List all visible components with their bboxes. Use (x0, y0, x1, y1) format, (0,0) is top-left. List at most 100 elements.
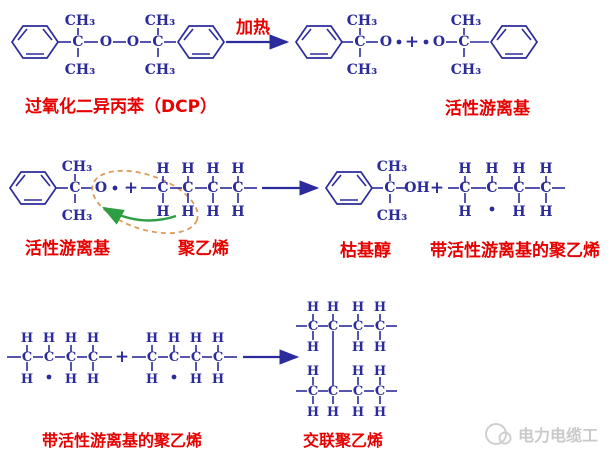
atom-h: H (539, 204, 552, 220)
atom-o: O (95, 180, 107, 196)
atom-h: H (206, 204, 219, 220)
atom-ch3: CH₃ (65, 13, 96, 29)
bonds (58, 28, 176, 57)
atom-h: H (87, 372, 99, 387)
atom-h: H (21, 331, 33, 346)
atom-ch3: CH₃ (62, 208, 93, 224)
atom-oh: OH (404, 180, 429, 196)
atom-ch3: CH₃ (145, 62, 176, 78)
atom-h: H (374, 405, 386, 420)
atom-h: H (374, 300, 386, 315)
crosslinked-pe-structure: H H H H C C C C H H H H H H C C C C H H … (296, 300, 397, 420)
atom-h: H (307, 300, 319, 315)
atom-h: H (212, 331, 224, 346)
watermark-logo-icon (485, 423, 507, 445)
atom-c: C (152, 34, 163, 50)
atom-h: H (190, 372, 202, 387)
atom-h: H (168, 331, 180, 346)
xlpe-label: 交联聚乙烯 (303, 431, 383, 450)
active-radical-label: 活性游离基 (25, 238, 111, 259)
atom-c: C (308, 384, 318, 399)
atom-c: C (513, 180, 524, 196)
benzene-ring (177, 25, 225, 59)
bonds (132, 345, 237, 371)
radical-dot (489, 206, 495, 212)
atom-c: C (22, 350, 32, 365)
atom-h: H (458, 161, 471, 177)
atom-ch3: CH₃ (347, 13, 378, 29)
atom-h: H (458, 204, 471, 220)
atom-h: H (231, 161, 244, 177)
atom-o: O (380, 34, 392, 50)
plus-sign: + (405, 32, 419, 52)
cumyl-alcohol-label: 枯基醇 (340, 240, 391, 261)
cumyl-alcohol-structure: CH₃ C CH₃ OH (325, 159, 430, 224)
atom-h: H (512, 204, 525, 220)
atom-h: H (181, 161, 194, 177)
active-radical-label: 活性游离基 (445, 98, 531, 119)
atom-c: C (191, 350, 201, 365)
watermark-logo-icon (498, 431, 512, 445)
atom-ch3: CH₃ (451, 13, 482, 29)
atom-h: H (87, 331, 99, 346)
atom-h: H (327, 300, 339, 315)
atom-h: H (65, 372, 77, 387)
atom-c: C (213, 350, 223, 365)
h-abstraction-ellipse (91, 169, 199, 235)
cumyloxy-radical-structure: CH₃ C CH₃ O (9, 159, 118, 224)
atom-c: C (69, 180, 80, 196)
atom-o: O (127, 34, 139, 50)
atom-c: C (232, 180, 243, 196)
pe-radical-chain-b: H H H H C C C C H H H (132, 331, 237, 387)
atom-c: C (540, 180, 551, 196)
atom-h: H (352, 340, 364, 355)
radical-dot (423, 39, 429, 45)
atom-h: H (156, 204, 169, 220)
plus-sign: + (124, 178, 138, 198)
atom-ch3: CH₃ (145, 13, 176, 29)
atom-c: C (375, 384, 385, 399)
bonds (448, 176, 565, 203)
dcp-structure: CH₃ C CH₃ O O CH₃ C CH₃ (11, 13, 225, 78)
atom-h: H (307, 364, 319, 379)
pe-radical-chain-a: H H H H C C C C H H H (7, 331, 112, 387)
dcp-label: 过氧化二异丙苯（DCP） (25, 96, 217, 117)
benzene-ring (11, 25, 59, 59)
atom-h: H (374, 364, 386, 379)
bonds (56, 174, 93, 203)
atom-ch3: CH₃ (377, 208, 408, 224)
atom-c: C (328, 384, 338, 399)
atom-ch3: CH₃ (451, 62, 482, 78)
atom-h: H (307, 405, 319, 420)
radical-dot (171, 374, 177, 380)
radical-dot (396, 39, 402, 45)
radical-pair-structure: CH₃ C CH₃ O + O CH₃ C CH₃ (295, 13, 538, 78)
atom-c: C (384, 180, 395, 196)
atom-c: C (353, 319, 363, 334)
atom-c: C (88, 350, 98, 365)
plus-sign: + (430, 178, 444, 198)
atom-h: H (181, 204, 194, 220)
atom-h: H (512, 161, 525, 177)
atom-h: H (65, 331, 77, 346)
bonds (141, 176, 257, 203)
atom-c: C (207, 180, 218, 196)
pe-radical-chain: H H H H C C C C H H H (448, 161, 565, 220)
heat-label: 加热 (235, 17, 270, 38)
atom-c: C (458, 34, 469, 50)
atom-h: H (21, 372, 33, 387)
atom-c: C (308, 319, 318, 334)
atom-c: C (486, 180, 497, 196)
atom-c: C (328, 319, 338, 334)
atom-c: C (169, 350, 179, 365)
atom-h: H (307, 340, 319, 355)
atom-c: C (157, 180, 168, 196)
atom-h: H (190, 331, 202, 346)
atom-h: H (374, 340, 386, 355)
atom-c: C (354, 34, 365, 50)
atom-c: C (375, 319, 385, 334)
atom-c: C (353, 384, 363, 399)
bonds (296, 314, 397, 404)
h-abstraction-arrow (101, 206, 177, 225)
